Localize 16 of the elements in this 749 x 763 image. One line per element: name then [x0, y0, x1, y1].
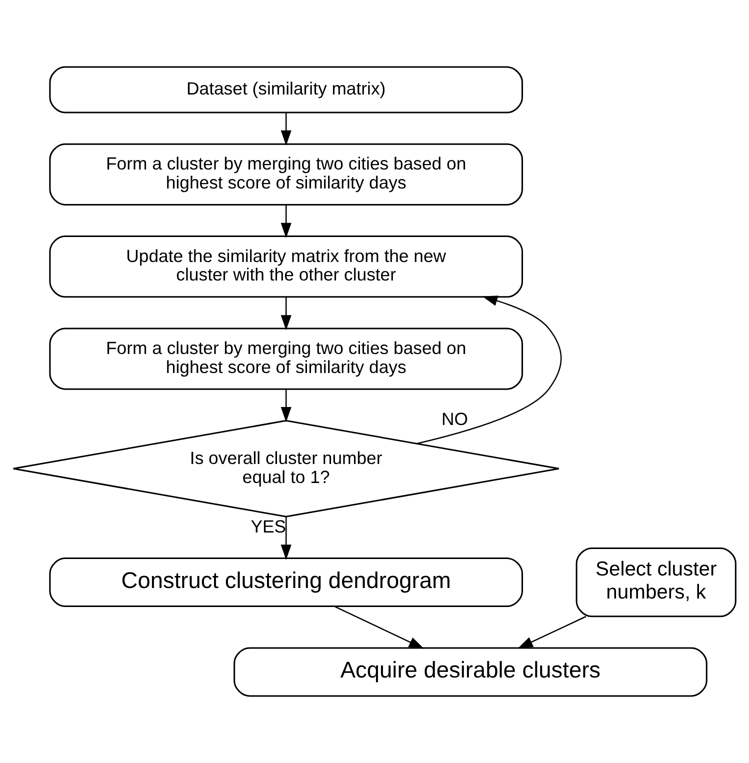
node-box: Update the similarity matrix from the new cluster with the other cluster: [49, 236, 524, 298]
node-box: Select cluster numbers, k: [576, 547, 736, 618]
arrow: [280, 297, 292, 330]
arrow: [280, 516, 292, 560]
edge-label: YES: [250, 516, 286, 536]
node-box: Form a cluster by merging two cities based on highest score of similarity days: [49, 328, 524, 390]
arrow: [280, 389, 292, 422]
arrow: [334, 606, 424, 649]
node-box: Construct clustering dendrogram: [49, 558, 524, 608]
node-box: Dataset (similarity matrix): [49, 66, 524, 114]
node-box: Acquire desirable clusters: [234, 647, 708, 697]
arrow: [280, 112, 292, 146]
arrow: [416, 296, 562, 444]
arrow: [518, 616, 586, 649]
node-box: Form a cluster by merging two cities based on highest score of similarity days: [49, 143, 524, 206]
arrow: [280, 205, 292, 238]
